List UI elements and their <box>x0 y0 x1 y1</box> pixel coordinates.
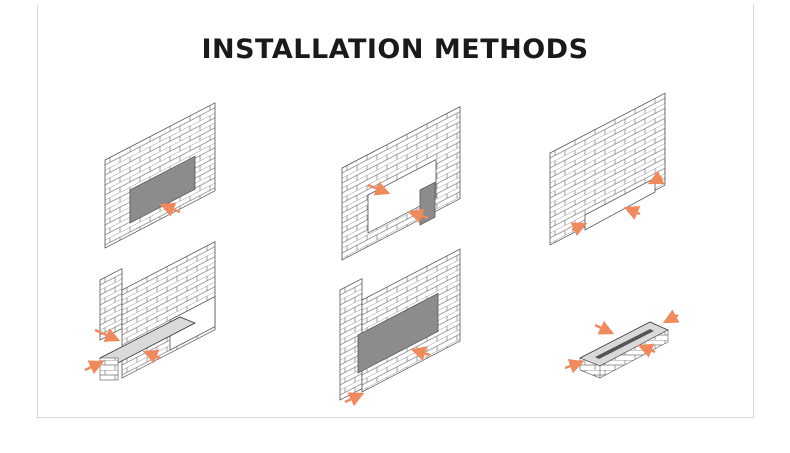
arrow-icon <box>570 222 588 237</box>
arrow-icon <box>142 349 161 364</box>
arrow-icon <box>623 206 641 220</box>
arrow-icon <box>159 202 181 217</box>
arrow-icon <box>367 181 391 196</box>
arrow-icon <box>407 208 429 224</box>
opening <box>357 292 439 374</box>
arrow-icon <box>94 328 121 342</box>
arrow-icon <box>637 343 656 358</box>
arrow-icon <box>647 170 665 185</box>
content-frame <box>37 5 754 418</box>
arrow-icon <box>344 392 365 407</box>
through-wall-opening-illustration <box>341 106 500 275</box>
burner-slot <box>595 329 654 359</box>
corner-recess-illustration <box>339 248 495 407</box>
arrow-icon <box>410 346 431 361</box>
arrow-icon <box>662 309 680 324</box>
arrow-icon <box>564 359 585 374</box>
recessed-wall-opening-illustration <box>104 102 260 268</box>
opening <box>367 159 437 234</box>
brick-wall <box>99 267 123 341</box>
brick-wall <box>549 92 666 246</box>
wall-front-box-illustration <box>549 92 710 263</box>
page-title: INSTALLATION METHODS <box>201 34 589 65</box>
corner-open-hearth-illustration <box>84 241 245 391</box>
arrow-icon <box>594 320 615 335</box>
standalone-burner-illustration <box>564 309 700 398</box>
hearth-base <box>99 357 119 381</box>
arrow-icon <box>84 360 105 375</box>
